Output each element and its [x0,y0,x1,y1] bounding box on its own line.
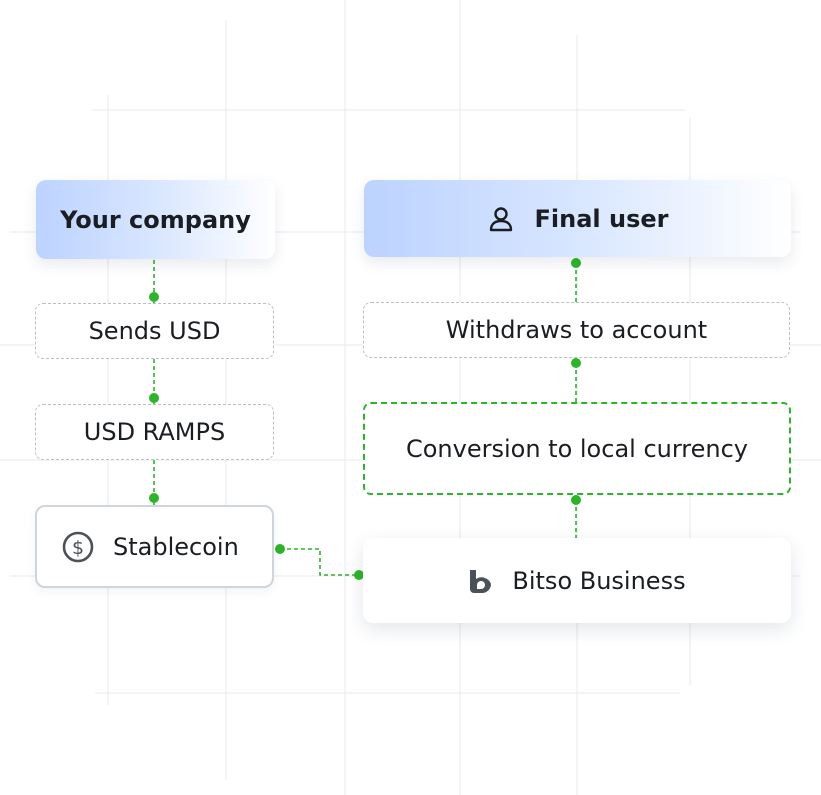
connector-dot [275,544,285,554]
stablecoin-label: Stablecoin [113,532,239,561]
connector-stablecoin-to-bitso [280,548,359,576]
connector-dot [149,292,159,302]
conversion-step: Conversion to local currency [363,402,791,495]
connector-dot [571,258,581,268]
bitso-business-label: Bitso Business [512,566,686,595]
connector-dot [571,495,581,505]
bitso-business-node: Bitso Business [363,538,791,623]
withdraws-step: Withdraws to account [363,302,790,358]
dollar-coin-icon: $ [61,530,95,564]
bitso-logo-icon [468,568,494,594]
sends-usd-step: Sends USD [35,303,274,359]
usd-ramps-label: USD RAMPS [83,418,226,446]
usd-ramps-step: USD RAMPS [35,404,274,460]
your-company-header: Your company [36,180,275,259]
conversion-label: Conversion to local currency [405,434,749,463]
svg-text:$: $ [72,537,84,559]
your-company-label: Your company [60,205,251,234]
connector-dot [149,493,159,503]
user-icon [487,205,515,233]
final-user-label: Final user [534,204,669,233]
withdraws-label: Withdraws to account [445,316,708,344]
final-user-header: Final user [364,180,791,257]
sends-usd-label: Sends USD [88,317,221,345]
connector-dot [149,393,159,403]
connector-dot [571,358,581,368]
stablecoin-node: $ Stablecoin [35,505,274,588]
